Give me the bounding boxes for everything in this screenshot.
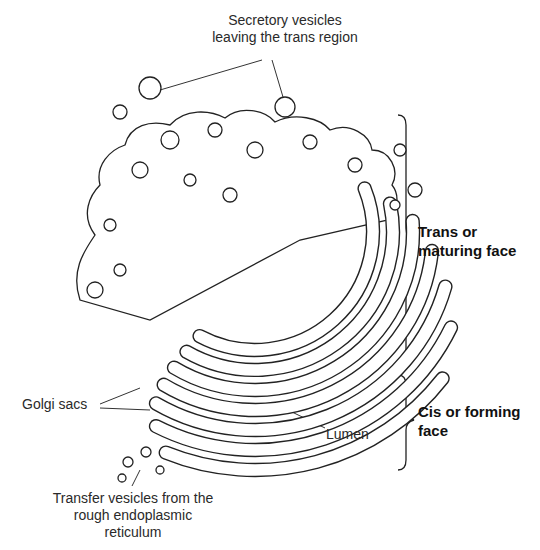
vesicle <box>223 188 237 202</box>
vesicle <box>348 158 362 172</box>
leader-line <box>100 388 140 404</box>
part-label: Lumen <box>326 426 396 443</box>
vesicle <box>208 123 222 137</box>
leader-line <box>272 60 283 97</box>
golgi-sacs <box>150 182 458 477</box>
trans-membrane <box>77 110 397 320</box>
golgi-sac <box>159 372 449 477</box>
vesicle <box>139 77 161 99</box>
region-label: Trans or maturing face <box>418 222 538 260</box>
vesicle <box>303 135 317 149</box>
golgi-sac <box>168 214 420 396</box>
vesicle <box>275 97 295 117</box>
vesicle <box>114 264 126 276</box>
part-label: Secretory vesicles leaving the trans reg… <box>190 12 380 46</box>
vesicle <box>141 447 151 457</box>
vesicle <box>408 183 422 197</box>
leader-line <box>100 408 150 410</box>
part-label: Golgi sacs <box>22 396 112 413</box>
vesicle <box>132 162 148 178</box>
vesicles <box>87 77 422 482</box>
membrane-blob <box>77 110 397 320</box>
vesicle <box>184 174 196 186</box>
vesicle <box>161 131 179 149</box>
vesicle <box>247 142 263 158</box>
vesicle <box>118 474 126 482</box>
golgi-sac <box>150 321 458 456</box>
vesicle <box>394 144 406 156</box>
vesicle <box>156 466 164 474</box>
vesicle <box>87 282 103 298</box>
vesicle <box>113 105 127 119</box>
vesicle <box>123 457 133 467</box>
vesicle <box>104 219 116 231</box>
leader-line <box>132 470 140 486</box>
part-label: Transfer vesicles from the rough endopla… <box>8 490 258 541</box>
leader-line <box>160 60 262 90</box>
vesicle <box>390 200 400 210</box>
region-label: Cis or forming face <box>418 402 528 440</box>
